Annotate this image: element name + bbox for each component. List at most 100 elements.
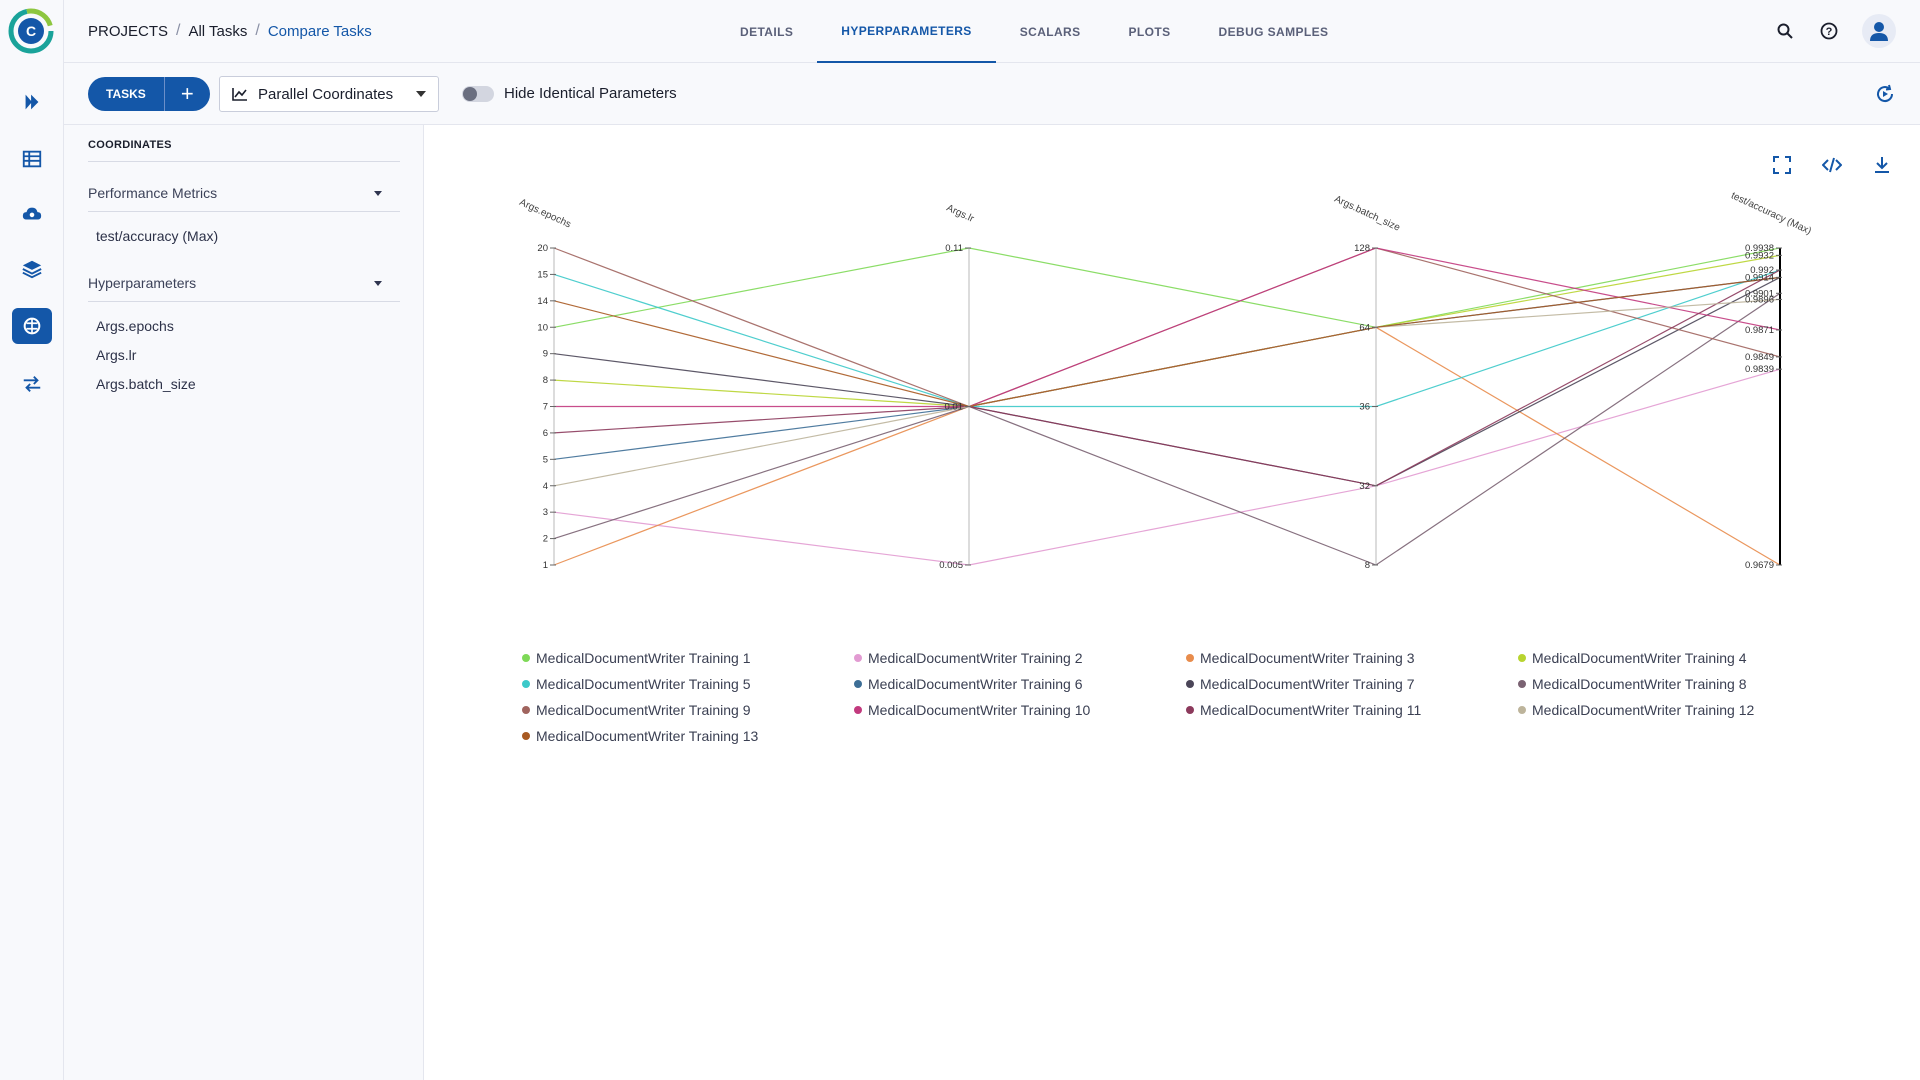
hyperparameter-item[interactable]: Args.lr [96, 347, 137, 363]
tick-label: 32 [1359, 481, 1370, 492]
download-icon[interactable] [1872, 155, 1892, 175]
legend-label: MedicalDocumentWriter Training 12 [1532, 702, 1755, 718]
tick-label: 0.01 [945, 402, 964, 413]
tick-label: 1 [543, 560, 548, 571]
legend-label: MedicalDocumentWriter Training 4 [1532, 650, 1747, 666]
tab-debug-samples[interactable]: DEBUG SAMPLES [1218, 24, 1329, 39]
performance-metrics-group[interactable]: Performance Metrics [88, 175, 400, 211]
series-line-7 [553, 276, 1781, 487]
breadcrumb-current: Compare Tasks [267, 22, 372, 40]
user-icon [1870, 22, 1888, 41]
legend-item[interactable]: MedicalDocumentWriter Training 4 [1518, 650, 1818, 666]
legend-item[interactable]: MedicalDocumentWriter Training 10 [854, 702, 1186, 718]
tick-label: 0.9849 [1745, 352, 1774, 363]
legend-label: MedicalDocumentWriter Training 11 [1200, 702, 1422, 718]
left-nav-rail: C [0, 0, 64, 1080]
legend-dot [854, 654, 862, 662]
tick-label: 4 [543, 481, 548, 492]
legend-dot [1186, 680, 1194, 688]
hyperparameters-group[interactable]: Hyperparameters [88, 265, 400, 301]
brain-icon [23, 317, 41, 335]
fullscreen-icon[interactable] [1772, 155, 1792, 175]
projects-nav-icon[interactable] [12, 141, 52, 177]
add-task-button[interactable]: + [163, 77, 210, 111]
tick-label: 0.9839 [1745, 364, 1774, 375]
view-type-value: Parallel Coordinates [258, 85, 394, 103]
legend-label: MedicalDocumentWriter Training 3 [1200, 650, 1415, 666]
legend-label: MedicalDocumentWriter Training 2 [868, 650, 1083, 666]
tick-label: 64 [1359, 322, 1370, 333]
series-line-9 [553, 247, 1781, 408]
breadcrumb-all-tasks[interactable]: All Tasks [188, 22, 248, 40]
legend-label: MedicalDocumentWriter Training 1 [536, 650, 751, 666]
legend-item[interactable]: MedicalDocumentWriter Training 5 [522, 676, 854, 692]
breadcrumb-projects[interactable]: PROJECTS [88, 22, 169, 40]
tab-hyperparameters[interactable]: HYPERPARAMETERS [817, 0, 996, 63]
orchestration-nav-icon[interactable] [12, 84, 52, 120]
legend-dot [1518, 654, 1526, 662]
hide-identical-toggle-wrap: Hide Identical Parameters [462, 85, 677, 102]
series-line-2 [553, 368, 1781, 566]
legend-item[interactable]: MedicalDocumentWriter Training 13 [522, 728, 854, 744]
tick-label: 9 [543, 349, 548, 360]
legend-dot [1186, 706, 1194, 714]
user-avatar[interactable] [1862, 14, 1896, 48]
tick-label: 0.9914 [1745, 272, 1774, 283]
help-icon[interactable]: ? [1818, 20, 1840, 42]
metric-item[interactable]: test/accuracy (Max) [96, 228, 219, 244]
search-icon[interactable] [1774, 20, 1796, 42]
axis-title: test/accuracy (Max) [1729, 190, 1813, 237]
legend-item[interactable]: MedicalDocumentWriter Training 2 [854, 650, 1186, 666]
tick-label: 0.9901 [1745, 288, 1774, 299]
tick-label: 5 [543, 454, 548, 465]
header-actions: ? [1774, 14, 1896, 48]
divider [88, 301, 400, 302]
compare-tabs: DETAILS HYPERPARAMETERS SCALARS PLOTS DE… [716, 0, 1352, 63]
legend-dot [522, 680, 530, 688]
tick-label: 2 [543, 534, 548, 545]
code-icon[interactable] [1822, 155, 1842, 175]
legend-item[interactable]: MedicalDocumentWriter Training 1 [522, 650, 854, 666]
tick-label: 15 [537, 269, 548, 280]
legend-item[interactable]: MedicalDocumentWriter Training 9 [522, 702, 854, 718]
hyperparameter-item[interactable]: Args.batch_size [96, 376, 196, 392]
auto-refresh-icon[interactable] [1874, 83, 1896, 105]
legend-dot [1518, 680, 1526, 688]
experiments-nav-icon[interactable] [12, 308, 52, 344]
cloud-gear-icon [22, 207, 42, 220]
hide-identical-toggle[interactable] [462, 85, 494, 102]
legend-dot [854, 680, 862, 688]
series-line-8 [553, 292, 1781, 566]
series-line-4 [553, 254, 1781, 408]
hyperparameter-item[interactable]: Args.epochs [96, 318, 174, 334]
view-type-select[interactable]: Parallel Coordinates [219, 76, 439, 112]
tasks-button[interactable]: TASKS [88, 77, 164, 111]
tick-label: 0.9679 [1745, 560, 1774, 571]
legend-item[interactable]: MedicalDocumentWriter Training 12 [1518, 702, 1818, 718]
legend-label: MedicalDocumentWriter Training 10 [868, 702, 1091, 718]
pipelines-nav-icon[interactable] [12, 366, 52, 402]
breadcrumb: PROJECTS / All Tasks / Compare Tasks [88, 22, 372, 40]
tab-scalars[interactable]: SCALARS [1019, 24, 1081, 39]
datasets-nav-icon[interactable] [12, 196, 52, 232]
legend-item[interactable]: MedicalDocumentWriter Training 11 [1186, 702, 1518, 718]
tick-label: 6 [543, 428, 548, 439]
tab-plots[interactable]: PLOTS [1128, 24, 1171, 39]
chart-legend: MedicalDocumentWriter Training 1 MedicalD… [522, 650, 1822, 744]
series-line-1 [553, 247, 1781, 328]
tick-label: 0.9896 [1745, 294, 1774, 305]
legend-dot [1518, 706, 1526, 714]
legend-item[interactable]: MedicalDocumentWriter Training 3 [1186, 650, 1518, 666]
tab-details[interactable]: DETAILS [740, 24, 794, 39]
legend-item[interactable]: MedicalDocumentWriter Training 7 [1186, 676, 1518, 692]
models-nav-icon[interactable] [12, 251, 52, 287]
plot-actions [1772, 155, 1892, 175]
breadcrumb-separator: / [255, 22, 260, 39]
clearml-logo[interactable]: C [8, 8, 54, 54]
legend-item[interactable]: MedicalDocumentWriter Training 8 [1518, 676, 1818, 692]
tick-label: 0.11 [945, 243, 963, 254]
legend-item[interactable]: MedicalDocumentWriter Training 6 [854, 676, 1186, 692]
